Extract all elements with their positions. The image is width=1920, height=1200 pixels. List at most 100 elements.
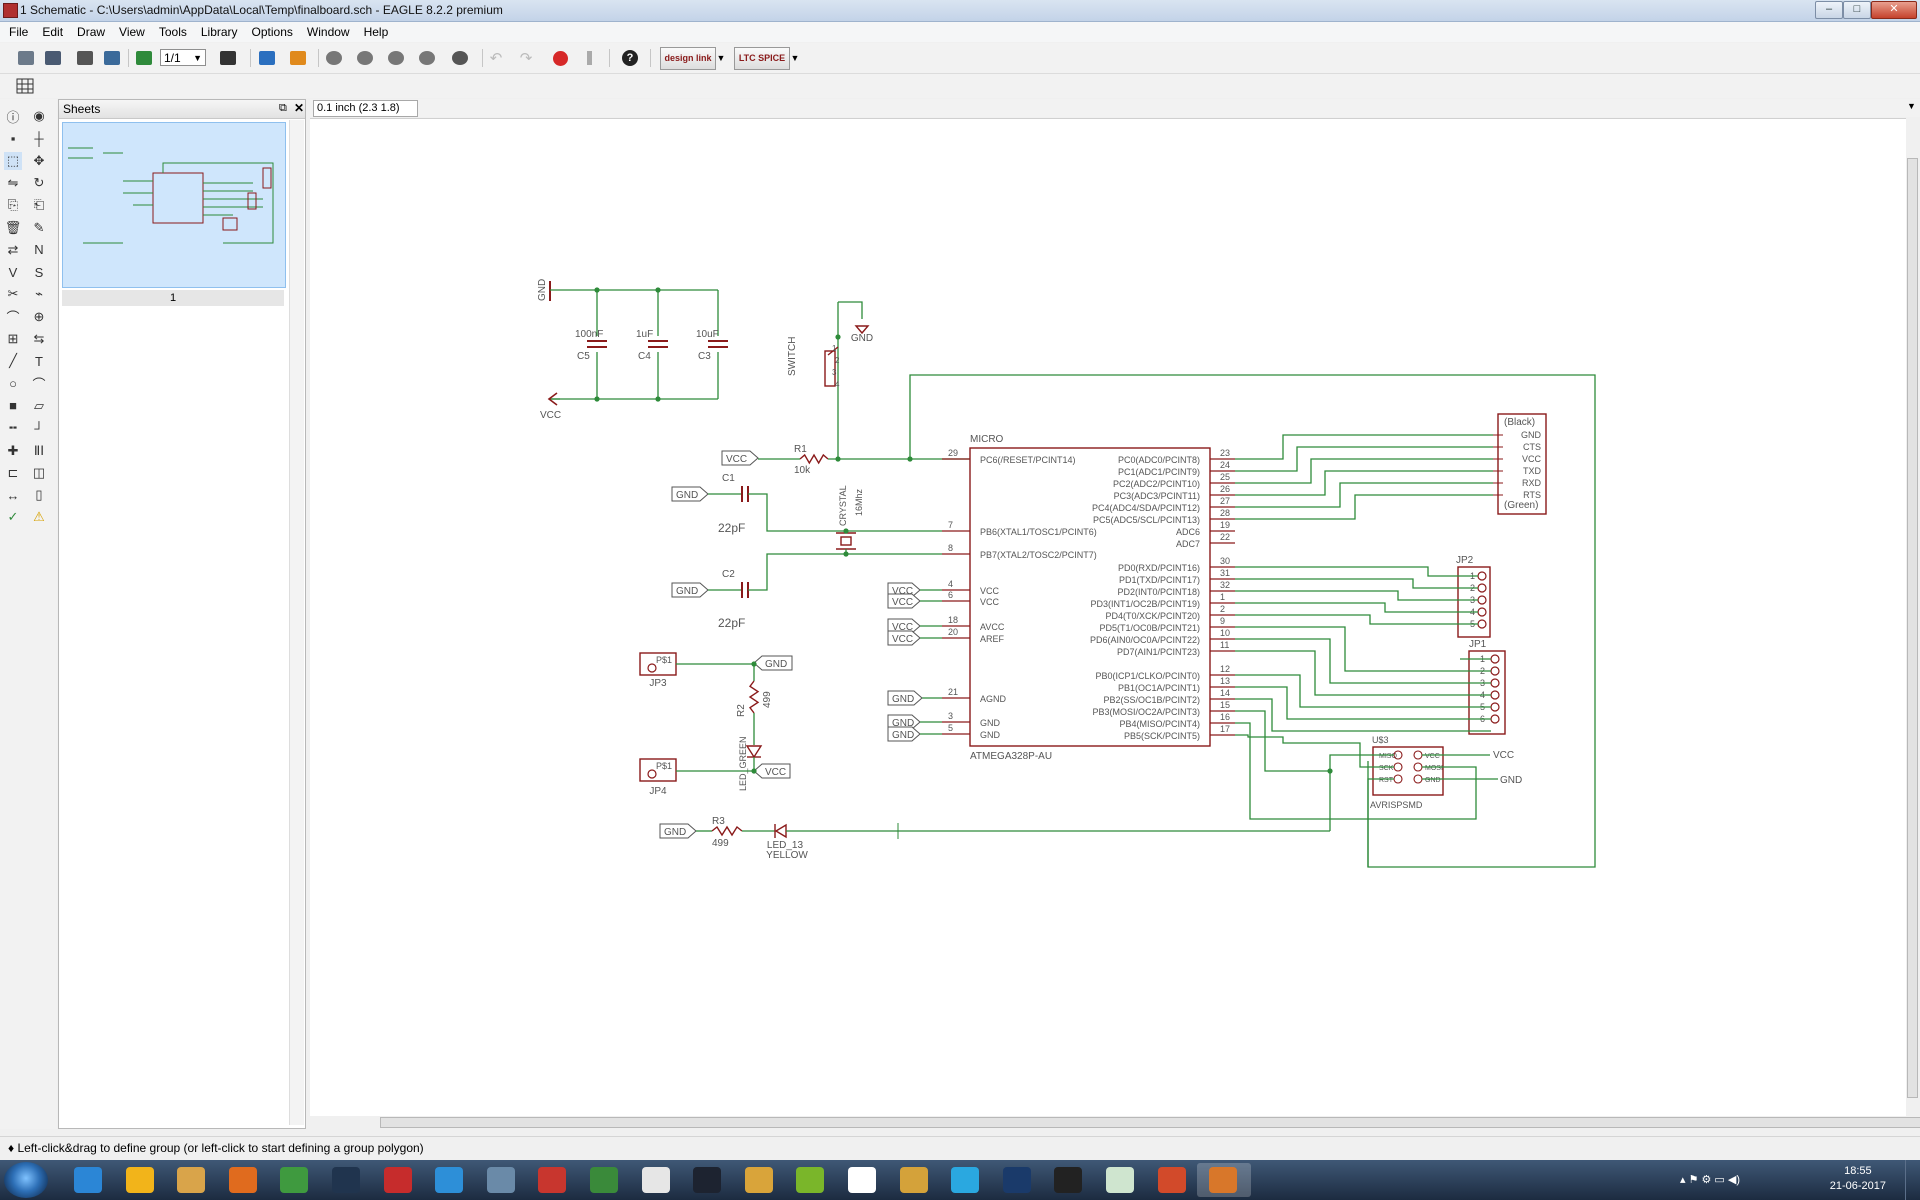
minimize-button[interactable]: – (1815, 1, 1843, 19)
taskbar-photo-app-icon[interactable] (578, 1163, 632, 1197)
menu-help[interactable]: Help (363, 25, 389, 39)
clock[interactable]: 18:55 21-06-2017 (1830, 1164, 1886, 1194)
menu-file[interactable]: File (9, 25, 29, 39)
start-button[interactable] (4, 1162, 48, 1198)
sheet-thumbnail[interactable] (62, 122, 286, 288)
horizontal-scrollbar[interactable] (310, 1116, 1920, 1130)
help-icon[interactable]: ? (619, 47, 641, 69)
add-icon[interactable]: ⊏ (7, 464, 19, 480)
taskbar-editor-app-icon[interactable] (630, 1163, 684, 1197)
circle-icon[interactable]: ○ (9, 376, 17, 392)
rotate-icon[interactable]: ↻ (33, 174, 45, 190)
zoom-select-icon[interactable] (416, 47, 438, 69)
gate-icon[interactable]: ⊞ (7, 331, 19, 346)
run-ulp-icon[interactable] (287, 47, 309, 69)
taskbar-chrome-icon[interactable] (268, 1163, 322, 1197)
group-icon[interactable]: ⬚ (4, 151, 22, 170)
menu-view[interactable]: View (119, 25, 145, 39)
print-icon[interactable] (74, 47, 96, 69)
erc-icon[interactable]: ✓ (7, 509, 19, 525)
delete-icon[interactable]: 🗑 (4, 219, 22, 235)
ltspice-button[interactable]: LTC SPICE (734, 47, 790, 70)
move-icon[interactable]: ✥ (33, 152, 45, 168)
errors-icon[interactable]: ⚠ (33, 509, 45, 525)
redo-icon[interactable]: ↷ (519, 50, 533, 67)
taskbar-cmd-icon[interactable] (1042, 1163, 1096, 1197)
dimension-icon[interactable]: ↔ (6, 487, 20, 503)
bus-icon[interactable]: ╍ (9, 420, 17, 436)
taskbar-network-app-icon[interactable] (475, 1163, 529, 1197)
replace-icon[interactable]: ⇄ (7, 241, 19, 257)
optimize-icon[interactable]: ⌁ (35, 286, 43, 302)
taskbar-presentation-app-icon[interactable] (836, 1163, 890, 1197)
taskbar-notepad-icon[interactable] (1094, 1163, 1148, 1197)
layers-icon[interactable]: ▪ (10, 130, 16, 146)
frame-icon[interactable]: ▯ (35, 487, 43, 503)
label-icon[interactable]: ⅡⅠ (33, 442, 45, 458)
miter-icon[interactable]: ⌒ (6, 310, 20, 326)
taskbar-media-player-icon[interactable] (114, 1163, 168, 1197)
text-icon[interactable]: T (35, 353, 43, 369)
taskbar-firefox-icon[interactable] (217, 1163, 271, 1197)
menu-window[interactable]: Window (306, 25, 350, 39)
taskbar-ccleaner-icon[interactable] (939, 1163, 993, 1197)
invoke-icon[interactable]: ⊕ (33, 308, 45, 324)
undock-icon[interactable]: ⧉ (279, 102, 287, 114)
taskbar-photoshop-icon[interactable] (991, 1163, 1045, 1197)
taskbar-file-explorer-icon[interactable] (165, 1163, 219, 1197)
net-icon[interactable]: ┘ (34, 420, 44, 436)
horizontal-scroll-thumb[interactable] (380, 1117, 1920, 1128)
ltspice-dropdown-icon[interactable]: ▼ (790, 53, 800, 63)
vertical-scrollbar[interactable] (1906, 118, 1920, 1118)
pinswap-icon[interactable]: ⇆ (33, 331, 45, 346)
name-icon[interactable]: N (34, 242, 44, 258)
panel-close-icon[interactable]: ✕ (294, 101, 305, 115)
open-icon[interactable] (15, 47, 37, 69)
taskbar-eagle-icon[interactable] (1197, 1163, 1252, 1197)
zoom-out-icon[interactable] (385, 47, 407, 69)
line-icon[interactable]: ╱ (9, 353, 17, 369)
taskbar-inkscape-icon[interactable] (681, 1163, 735, 1197)
taskbar-ie-icon[interactable] (62, 1163, 116, 1197)
menu-library[interactable]: Library (200, 25, 238, 39)
taskbar-3d-app-icon[interactable] (372, 1163, 426, 1197)
schematic-drawing[interactable]: GND100nFC51uFC410uFC3VCCGND1234SWITCHVCC… (310, 119, 1906, 1119)
menu-edit[interactable]: Edit (42, 25, 64, 39)
board-switch-icon[interactable] (133, 47, 155, 69)
taskbar-adobe-reader-icon[interactable] (526, 1163, 580, 1197)
close-button[interactable]: ✕ (1871, 1, 1917, 19)
show-desktop-button[interactable] (1905, 1160, 1920, 1200)
page-selector[interactable]: 1/1▼ (160, 49, 206, 66)
change-icon[interactable]: ✎ (33, 219, 45, 235)
command-history-dropdown-icon[interactable]: ▼ (1907, 101, 1916, 111)
menu-tools[interactable]: Tools (158, 25, 187, 39)
menu-options[interactable]: Options (251, 25, 293, 39)
sheet-number[interactable]: 1 (62, 290, 284, 306)
design-link-button[interactable]: design link (660, 47, 716, 70)
polygon-icon[interactable]: ▱ (34, 397, 44, 413)
taskbar-autodesk-icon[interactable] (320, 1163, 374, 1197)
attribute-icon[interactable]: ◫ (32, 464, 46, 480)
taskbar-pdf-app-icon[interactable] (733, 1163, 787, 1197)
system-tray[interactable]: ▴ ⚑ ⚙ ▭ ◀) (1680, 1174, 1740, 1186)
mark-icon[interactable]: ┼ (34, 130, 44, 146)
taskbar-sketch-app-icon[interactable] (423, 1163, 477, 1197)
copy-icon[interactable]: ⎘ (7, 197, 19, 213)
split-icon[interactable]: ✂ (7, 286, 19, 302)
grid-icon[interactable] (14, 75, 36, 97)
go-icon[interactable] (578, 47, 600, 69)
taskbar-vlc-app-icon[interactable] (784, 1163, 838, 1197)
value-icon[interactable]: V (8, 264, 18, 280)
maximize-button[interactable]: □ (1843, 1, 1871, 19)
sheet-icon[interactable] (217, 47, 239, 69)
zoom-fit-icon[interactable] (323, 47, 345, 69)
smash-icon[interactable]: S (34, 264, 44, 280)
menu-draw[interactable]: Draw (77, 25, 106, 39)
taskbar-tool-app-icon[interactable] (888, 1163, 942, 1197)
info-icon[interactable]: ⓘ (6, 109, 20, 125)
design-link-dropdown-icon[interactable]: ▼ (716, 53, 726, 63)
stop-icon[interactable] (549, 47, 571, 69)
zoom-in-icon[interactable] (354, 47, 376, 69)
save-icon[interactable] (42, 47, 64, 69)
